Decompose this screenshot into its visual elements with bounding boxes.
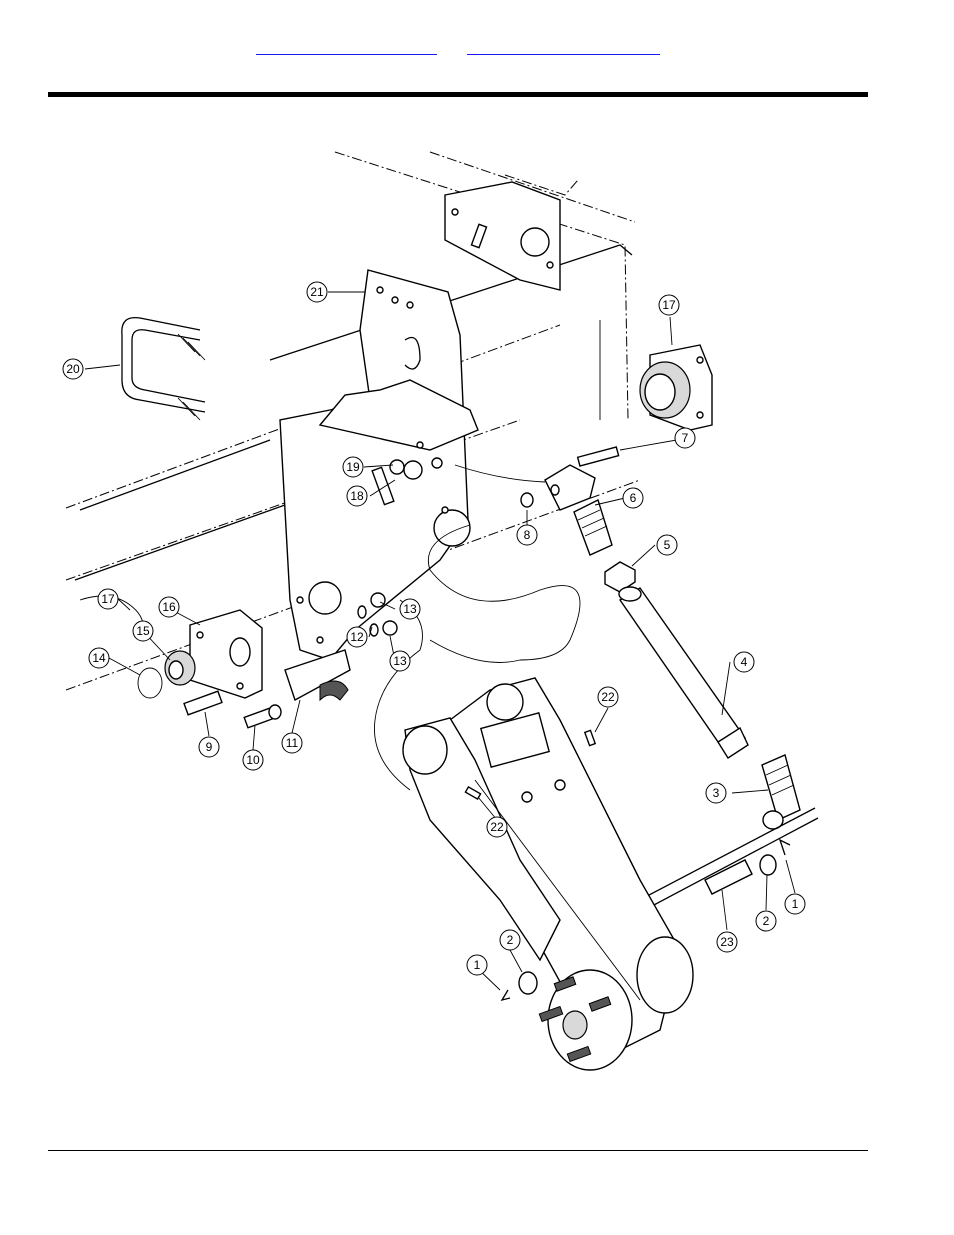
callout-label: 7 [682, 431, 689, 445]
callout-label: 16 [162, 600, 176, 614]
lock-clip [285, 650, 350, 700]
flange-bearing-left [165, 610, 262, 698]
callout-label: 11 [286, 736, 299, 750]
callout-label: 17 [662, 298, 676, 312]
callout-label: 13 [393, 654, 407, 668]
callout-label: 12 [350, 630, 364, 644]
callout-17-left: 17 [98, 589, 118, 609]
callout-label: 8 [524, 528, 531, 542]
callout-22-lower: 22 [487, 817, 507, 837]
callout-19: 19 [343, 457, 363, 477]
callout-label: 3 [713, 786, 720, 800]
callout-label: 13 [403, 602, 417, 616]
callout-8: 8 [517, 525, 537, 545]
callout-label: 23 [720, 935, 734, 949]
callout-label: 18 [350, 489, 364, 503]
callout-6: 6 [623, 488, 643, 508]
threaded-rod-end [762, 755, 800, 829]
callout-20: 20 [63, 359, 83, 379]
callout-12: 12 [347, 627, 367, 647]
callout-7: 7 [675, 428, 695, 448]
callout-label: 22 [490, 820, 504, 834]
callout-1-left: 1 [467, 955, 487, 975]
callout-4: 4 [734, 652, 754, 672]
callout-label: 14 [92, 651, 106, 665]
callout-label: 21 [310, 285, 324, 299]
callout-23: 23 [717, 932, 737, 952]
callout-13-lower: 13 [390, 651, 410, 671]
callout-13-upper: 13 [400, 599, 420, 619]
callout-label: 1 [474, 958, 481, 972]
callout-17-upper: 17 [659, 295, 679, 315]
callout-label: 17 [101, 592, 115, 606]
snap-ring [138, 668, 162, 698]
callout-10: 10 [243, 750, 263, 770]
callout-16: 16 [159, 597, 179, 617]
callout-15: 15 [133, 621, 153, 641]
bolts-lower-left [184, 691, 281, 728]
callout-label: 20 [66, 362, 80, 376]
callout-2-left: 2 [500, 930, 520, 950]
callout-1-right: 1 [785, 894, 805, 914]
lower-arm [403, 678, 680, 1050]
frame-mount-plate [445, 182, 560, 290]
callout-18: 18 [347, 486, 367, 506]
callout-label: 10 [246, 753, 260, 767]
callout-11: 11 [282, 733, 302, 753]
callout-label: 19 [346, 460, 360, 474]
callout-label: 6 [630, 491, 637, 505]
callout-label: 2 [763, 914, 770, 928]
callout-22-upper: 22 [598, 687, 618, 707]
callout-5: 5 [657, 535, 677, 555]
callout-label: 5 [664, 538, 671, 552]
callout-label: 15 [136, 624, 150, 638]
flange-bearing-upper [640, 345, 712, 430]
callout-2-right: 2 [756, 911, 776, 931]
callout-14: 14 [89, 648, 109, 668]
u-bolt [122, 318, 205, 420]
callout-label: 4 [741, 655, 748, 669]
callout-9: 9 [199, 737, 219, 757]
callout-label: 22 [601, 690, 615, 704]
callout-21: 21 [307, 282, 327, 302]
callout-label: 1 [792, 897, 799, 911]
callout-label: 9 [206, 740, 213, 754]
callout-3: 3 [706, 783, 726, 803]
callout-label: 2 [507, 933, 514, 947]
